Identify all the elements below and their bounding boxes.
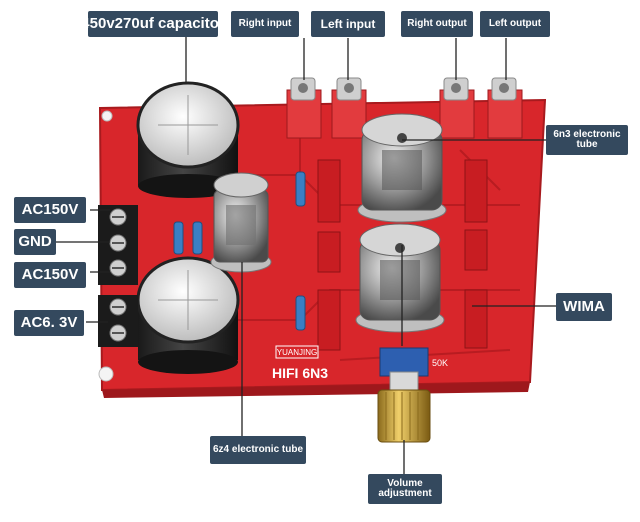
label-ac150v-top: AC150V [14,197,86,223]
rca-jack-right-input [286,77,322,139]
label-gnd: GND [14,229,56,255]
mount-hole [98,366,114,382]
label-wima: WIMA [556,293,612,321]
board-brand-text: YUANJING [277,348,317,357]
label-left-input: Left input [311,11,385,37]
label-right-output: Right output [401,11,473,37]
tube-6n3-top [357,113,447,223]
label-ac63v: AC6. 3V [14,310,84,336]
label-ac150v-bottom: AC150V [14,262,86,288]
rca-jack-left-output [487,77,523,139]
label-6n3-line1: 6n3 electronic [553,128,621,140]
label-capacitor: 450v270uf capacitor [81,11,225,37]
label-6n3-line2: tube [576,139,598,150]
label-6z4-tube: 6z4 electronic tube [210,436,306,464]
wima-capacitors [317,159,488,351]
label-volume-line2: adjustment [378,488,432,499]
capacitor-top [136,81,240,198]
volume-potentiometer [377,347,431,443]
tube-6n3-bottom [355,223,445,333]
pot-value-text: 50K [432,358,448,368]
label-6n3-tube: 6n3 electronic tube [546,125,628,155]
rca-jack-left-input [331,77,367,139]
terminal-block [98,205,138,347]
tube-6z4 [210,172,272,273]
label-volume-line1: Volume [387,477,423,489]
label-right-input: Right input [231,11,299,37]
rca-jack-right-output [439,77,475,139]
label-volume: Volume adjustment [368,474,442,504]
label-left-output: Left output [480,11,550,37]
capacitor-bottom [136,256,240,374]
resistors [173,171,306,331]
mount-hole [101,110,113,122]
board-title-text: HIFI 6N3 [272,365,328,381]
